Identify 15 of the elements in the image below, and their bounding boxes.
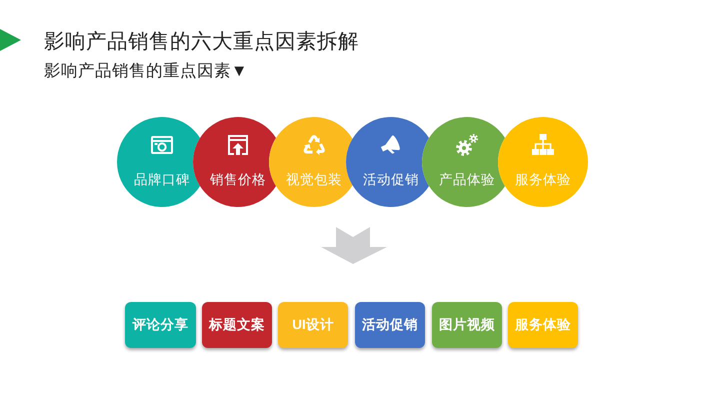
circle-label: 产品体验 <box>439 171 495 189</box>
factor-box: 活动促销 <box>355 302 425 348</box>
subtitle: 影响产品销售的重点因素▼ <box>44 61 248 82</box>
factor-box: 图片视频 <box>432 302 502 348</box>
factor-box: UI设计 <box>278 302 348 348</box>
factor-circle <box>498 117 588 207</box>
circle-label: 服务体验 <box>515 171 571 189</box>
factor-box: 评论分享 <box>125 302 196 348</box>
factor-box: 标题文案 <box>202 302 272 348</box>
circle-label: 视觉包装 <box>286 171 342 189</box>
circle-label: 品牌口碑 <box>134 171 190 189</box>
circle-label: 销售价格 <box>210 171 266 189</box>
circle-label: 活动促销 <box>363 171 419 189</box>
title: 影响产品销售的六大重点因素拆解 <box>44 29 359 55</box>
factor-box: 服务体验 <box>508 302 578 348</box>
